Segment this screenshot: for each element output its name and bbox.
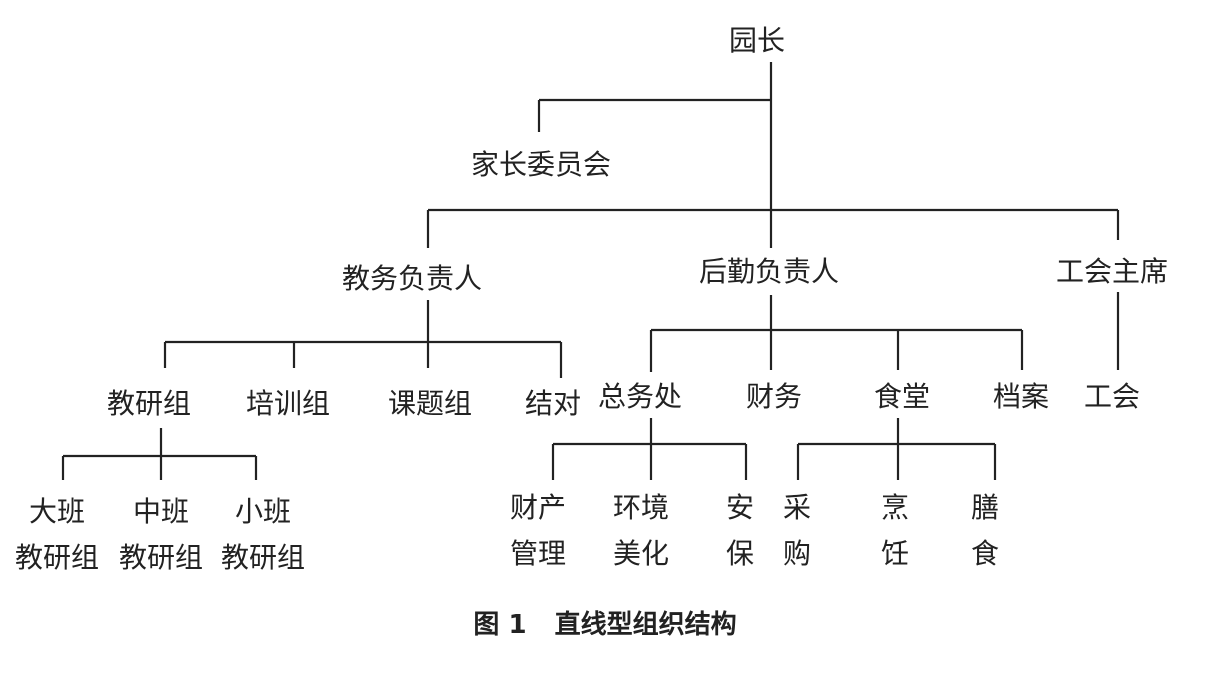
node-meals: 膳 食 — [971, 485, 999, 577]
node-union: 工会 — [1083, 380, 1141, 413]
node-security: 安 保 — [726, 485, 754, 577]
node-line: 大班 — [28, 495, 86, 528]
node-line: 保 — [725, 537, 755, 570]
node-purchasing: 采 购 — [783, 485, 811, 577]
node-research-group: 教研组 — [106, 387, 192, 420]
node-line: 教研组 — [14, 541, 100, 574]
node-principal: 园长 — [728, 24, 786, 57]
node-environment: 环境 美化 — [613, 485, 669, 577]
node-line: 美化 — [612, 537, 670, 570]
node-line: 食 — [970, 537, 1000, 570]
node-junior-class: 小班 教研组 — [221, 489, 305, 581]
node-parent-committee: 家长委员会 — [470, 148, 612, 181]
figure-number: 图 1 — [473, 610, 527, 640]
node-canteen: 食堂 — [873, 380, 931, 413]
node-archives: 档案 — [992, 380, 1050, 413]
node-training-group: 培训组 — [245, 387, 331, 420]
node-line: 饪 — [880, 537, 910, 570]
node-line: 教研组 — [220, 541, 306, 574]
node-line: 管理 — [509, 537, 567, 570]
node-general-affairs: 总务处 — [597, 380, 683, 413]
node-teaching-head: 教务负责人 — [341, 262, 483, 295]
node-finance: 财务 — [745, 380, 803, 413]
node-line: 教研组 — [118, 541, 204, 574]
node-topic-group: 课题组 — [387, 387, 473, 420]
figure-caption: 图 1 直线型组织结构 — [473, 604, 736, 641]
node-middle-class: 中班 教研组 — [119, 489, 203, 581]
node-pairing: 结对 — [524, 387, 582, 420]
node-line: 小班 — [234, 495, 292, 528]
node-line: 环境 — [612, 491, 670, 524]
node-logistics-head: 后勤负责人 — [698, 255, 840, 288]
node-line: 安 — [725, 491, 755, 524]
node-property-management: 财产 管理 — [510, 485, 566, 577]
node-cooking: 烹 饪 — [881, 485, 909, 577]
node-line: 中班 — [132, 495, 190, 528]
node-union-chair: 工会主席 — [1055, 255, 1169, 288]
node-line: 购 — [782, 537, 812, 570]
node-line: 采 — [782, 491, 812, 524]
figure-title: 直线型组织结构 — [554, 610, 737, 640]
node-senior-class: 大班 教研组 — [15, 489, 99, 581]
node-line: 膳 — [970, 491, 1000, 524]
node-line: 财产 — [509, 491, 567, 524]
node-line: 烹 — [880, 491, 910, 524]
